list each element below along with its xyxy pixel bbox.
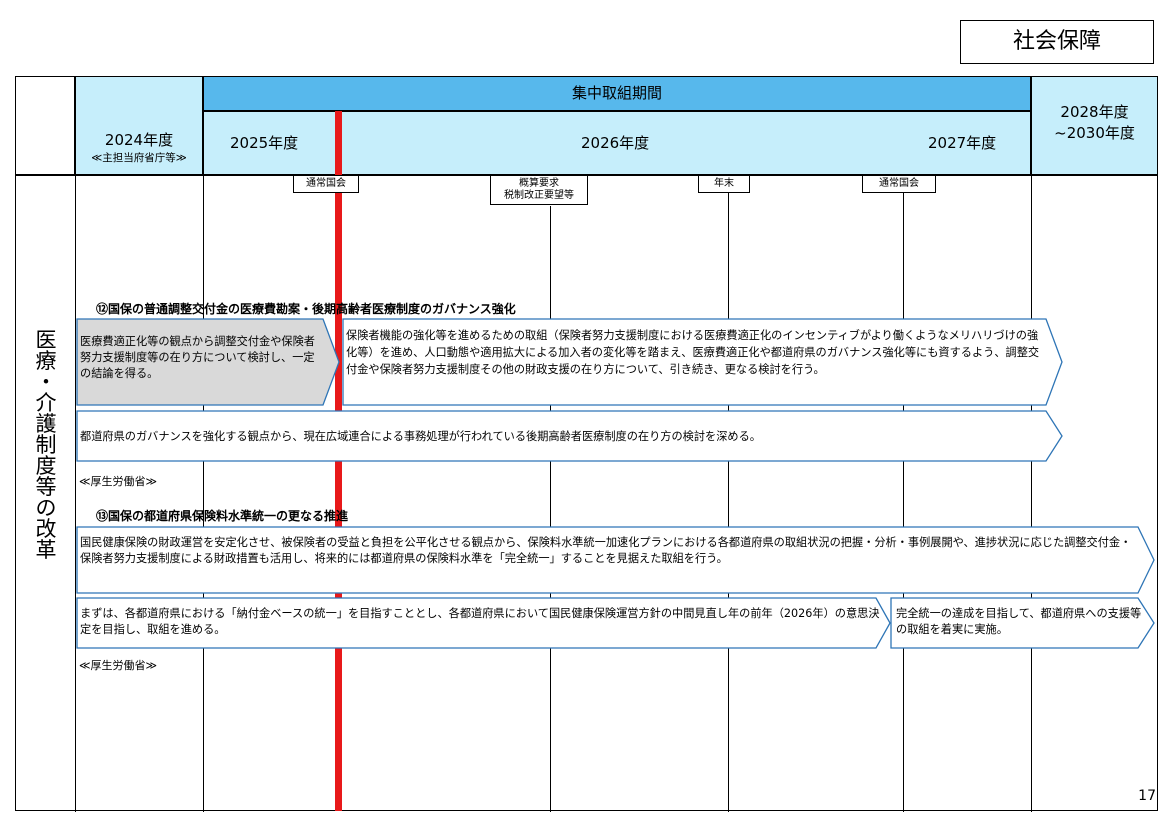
- header-2028-2030-cell: 2028年度 ~2030年度: [1031, 76, 1158, 175]
- side-title-char: 革: [35, 538, 57, 562]
- event-line-diet: [903, 188, 904, 812]
- arrow-box-unification-shape: [76, 526, 1155, 594]
- header-year-2025: 2025年度: [230, 134, 299, 152]
- event-label: 概算要求: [519, 178, 559, 189]
- event-label: 通常国会: [879, 178, 919, 189]
- side-title-char: 医: [35, 328, 57, 352]
- side-title-char: 護: [35, 412, 57, 436]
- arrow-box-full-unification-shape: [890, 597, 1155, 649]
- arrow-box-full-unification-text: 完全統一の達成を目指して、都道府県への支援等の取組を着実に実施。: [896, 607, 1142, 636]
- event-label: 年末: [714, 178, 734, 189]
- event-label: 税制改正要望等: [504, 190, 574, 201]
- side-title-char: 改: [35, 517, 57, 541]
- section-12-heading: ⑫国保の普通調整交付金の医療費勘案・後期高齢者医療制度のガバナンス強化: [96, 302, 516, 316]
- arrow-box-contribution-shape: [76, 597, 891, 649]
- header-2024-cell: 2024年度 ≪主担当府省庁等≫: [75, 76, 203, 175]
- arrow-box-main-shape: [342, 318, 1063, 406]
- header-year-2026: 2026年度: [581, 134, 650, 152]
- side-title-char: 等: [35, 475, 57, 499]
- arrow-box-gray-text: 医療費適正化等の観点から調整交付金や保険者努力支援制度等の在り方について検討し、…: [80, 335, 315, 380]
- header-focus-period: 集中取組期間: [203, 76, 1031, 111]
- event-line-budget: [550, 206, 551, 812]
- event-ordinary-diet: 通常国会: [293, 175, 359, 193]
- header-year-2030: ~2030年度: [1054, 124, 1135, 142]
- arrow-box-contribution-text: まずは、各都道府県における「納付金ベースの統一」を目指すこととし、各都道府県にお…: [80, 607, 880, 636]
- arrow-box-gray-shape: [76, 318, 340, 406]
- side-title-char: 度: [35, 454, 57, 478]
- side-title-char: 療: [35, 349, 57, 373]
- section-13-heading: ⑬国保の都道府県保険料水準統一の更なる推進: [96, 509, 349, 523]
- header-year-2024: 2024年度: [104, 131, 174, 149]
- page-number: 17: [1138, 788, 1156, 804]
- side-title: 医 療 ・ 介 護 制 度 等 の 改 革: [20, 330, 72, 561]
- arrow-box-governance-text: 都道府県のガバナンスを強化する観点から、現在広域連合による事務処理が行われている…: [80, 430, 761, 443]
- category-tag: 社会保障: [960, 20, 1154, 64]
- arrow-box-unification-text: 国民健康保険の財政運営を安定化させ、被保険者の受益と負担を公平化させる観点から、…: [80, 536, 1132, 565]
- event-budget-request: 概算要求 税制改正要望等: [490, 175, 588, 205]
- header-year-2028: 2028年度: [1060, 103, 1129, 121]
- event-label: 通常国会: [306, 178, 346, 189]
- section-13-ministry: ≪厚生労働省≫: [79, 659, 158, 672]
- column-divider: [203, 176, 204, 812]
- header-year-2027: 2027年度: [928, 134, 997, 152]
- header-ministry-label: ≪主担当府省庁等≫: [91, 152, 187, 164]
- side-title-char: 介: [35, 391, 57, 415]
- event-ordinary-diet-2027: 通常国会: [862, 175, 936, 193]
- side-title-char: 制: [35, 433, 57, 457]
- side-title-char: の: [35, 496, 57, 520]
- arrow-box-governance-shape: [76, 410, 1063, 462]
- side-title-char: ・: [35, 370, 57, 394]
- column-divider: [75, 176, 76, 812]
- arrow-box-main-text: 保険者機能の強化等を進めるための取組（保険者努力支援制度における医療費適正化のイ…: [346, 329, 1040, 376]
- header-corner-cell: [15, 76, 75, 175]
- event-line-year-end: [728, 188, 729, 812]
- column-divider: [1031, 176, 1032, 812]
- event-year-end: 年末: [698, 175, 750, 193]
- section-12-ministry: ≪厚生労働省≫: [79, 475, 158, 488]
